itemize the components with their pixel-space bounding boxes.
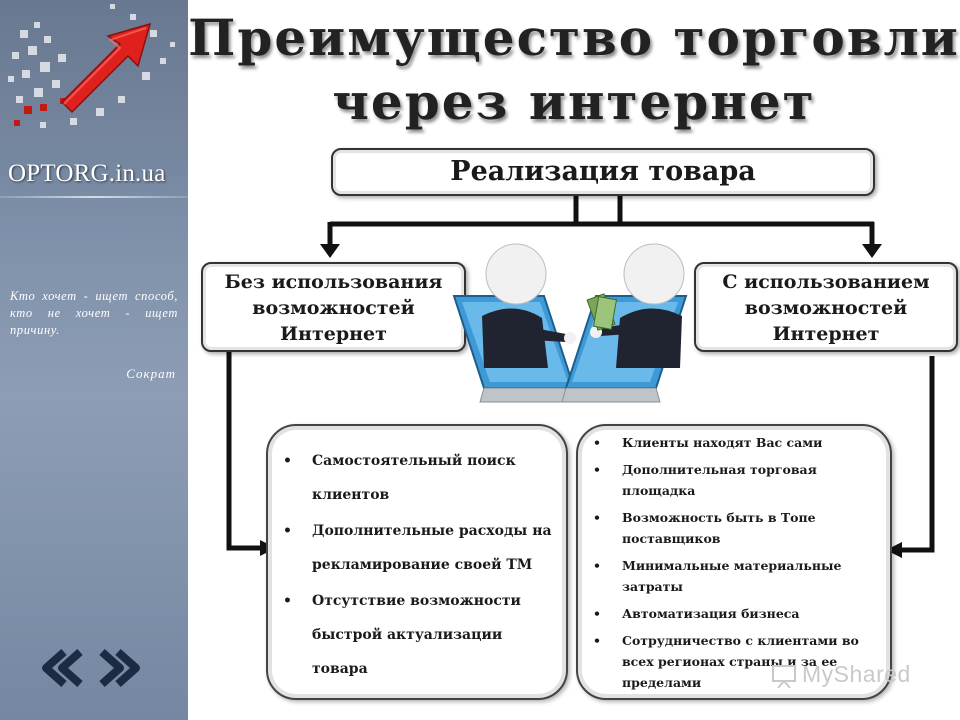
branch-label-line: возможностей [252, 297, 415, 319]
double-chevron-right-icon [99, 649, 140, 687]
branch-label-line: Интернет [772, 323, 880, 345]
double-chevron-left-icon [42, 649, 83, 687]
next-slide-button[interactable] [98, 648, 142, 688]
prev-slide-button[interactable] [40, 648, 84, 688]
branch-with-internet: С использованием возможностей Интернет [694, 262, 958, 352]
quote-author: Сократ [126, 366, 176, 381]
list-item: Отсутствие возможности быстрой актуализа… [268, 584, 556, 686]
sidebar: OPTORG.in.ua Кто хочет - ищет способ, кт… [0, 0, 188, 720]
disadvantages-list: Самостоятельный поиск клиентов Дополните… [266, 424, 568, 700]
list-item: Клиенты находят Вас сами [578, 432, 882, 453]
advantages-list: Клиенты находят Вас сами Дополнительная … [576, 424, 892, 700]
slide-title: Преимущество торговли через интернет [188, 6, 960, 134]
root-node: Реализация товара [331, 148, 875, 196]
watermark-text: MyShared [802, 661, 911, 687]
list-item: Возможность быть в Топе поставщиков [578, 507, 882, 549]
list-item: Минимальные материальные затраты [578, 555, 882, 597]
list-item: Автоматизация бизнеса [578, 603, 882, 624]
branch-without-internet: Без использования возможностей Интернет [201, 262, 466, 352]
list-item: Самостоятельный поиск клиентов [268, 444, 556, 512]
quote-text: Кто хочет - ищет способ, кто не хочет - … [10, 289, 178, 337]
title-line-2: через интернет [332, 72, 816, 131]
branch-label-line: Без использования [224, 271, 443, 293]
brand-name: OPTORG.in.ua [8, 160, 166, 187]
branch-label-line: С использованием [722, 271, 930, 293]
list-item: Дополнительные расходы на рекламирование… [268, 514, 556, 582]
list-item: Дополнительная торговая площадка [578, 459, 882, 501]
presentation-icon [772, 665, 796, 689]
logo-graphic [0, 0, 188, 150]
laptop-handshake-illustration [452, 243, 688, 403]
branch-label-line: Интернет [280, 323, 387, 345]
branch-label-line: возможностей [744, 297, 908, 319]
divider [0, 196, 188, 198]
title-line-1: Преимущество торговли [188, 8, 960, 67]
